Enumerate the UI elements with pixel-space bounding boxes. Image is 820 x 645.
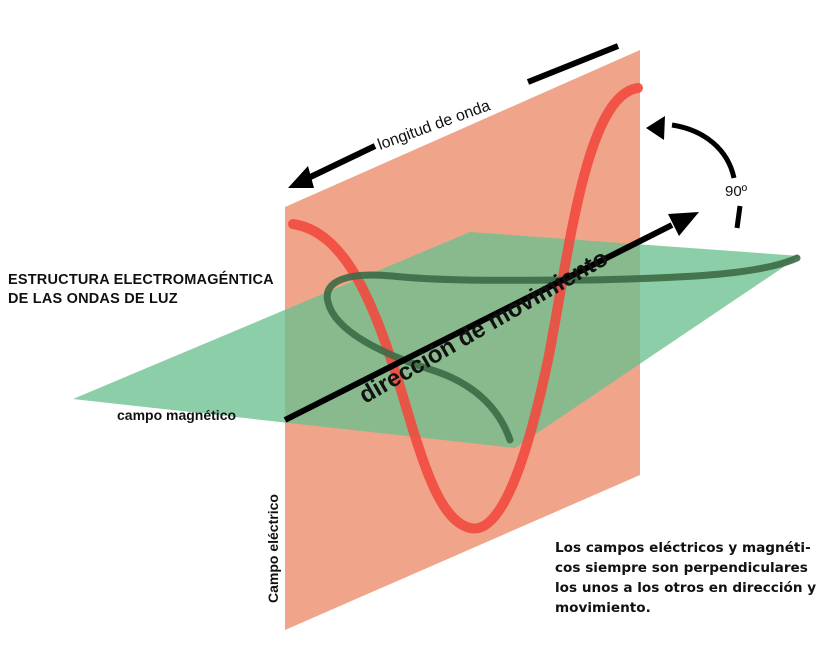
electric-wave [288,83,643,534]
note-line: Los campos eléctricos y magnéti- [555,540,811,556]
note-line: cos siempre son perpendiculares [555,560,808,576]
diagram-title-line-2: DE LAS ONDAS DE LUZ [8,291,178,307]
electric-field-label: Campo eléctrico [265,494,281,603]
diagram-title-line-1: ESTRUCTURA ELECTROMAGÉNTICA [8,271,274,288]
magnetic-wave [323,254,801,444]
magnetic-field-label: campo magnético [117,407,236,423]
note-line: movimiento. [555,600,651,616]
magnetic-field-plane [73,232,800,448]
explanation-note: Los campos eléctricos y magnéti- cos sie… [555,538,817,618]
direction-arrow [283,212,699,423]
angle-label: 90º [725,183,748,200]
wavelength-arrow [288,43,620,188]
ninety-degree-arrow [646,116,743,229]
note-line: los unos a los otros en dirección y [555,580,817,596]
